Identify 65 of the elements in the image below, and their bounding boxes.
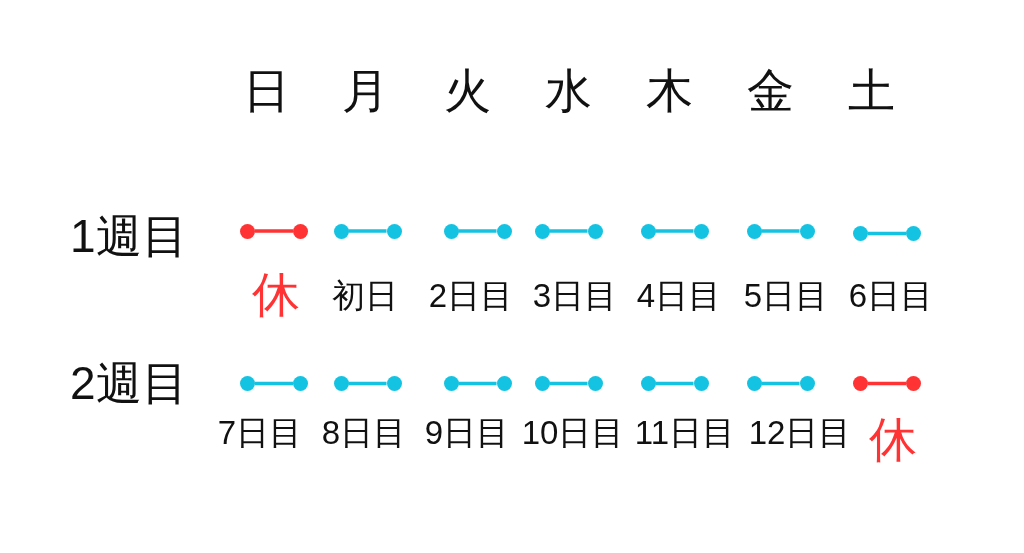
line-segment [868, 381, 906, 386]
line-segment [549, 229, 588, 233]
weekday-heading: 金 [746, 66, 794, 114]
endpoint-dot [240, 223, 255, 239]
weekday-heading: 月 [341, 66, 389, 114]
day-label: 11日目 [634, 415, 736, 449]
endpoint-dot [534, 223, 550, 239]
endpoint-dot [496, 376, 512, 391]
rest-day-mark: 休 [252, 271, 300, 319]
line-segment [255, 229, 293, 233]
endpoint-dot [443, 376, 459, 391]
endpoint-dot [587, 223, 603, 239]
endpoint-dot [640, 376, 656, 391]
day-label: 2日目 [428, 278, 514, 312]
endpoint-dot [293, 376, 308, 391]
endpoint-dot [640, 223, 656, 239]
endpoint-dot [853, 226, 868, 241]
endpoint-dot [333, 223, 349, 239]
day-label: 9日目 [424, 415, 510, 449]
endpoint-dot [746, 223, 762, 239]
line-segment [655, 229, 694, 233]
weekday-heading: 日 [242, 66, 290, 114]
endpoint-dot [693, 223, 709, 239]
weekday-heading: 火 [443, 66, 491, 114]
endpoint-dot [799, 376, 815, 391]
rest-day-mark: 休 [869, 416, 917, 464]
day-label: 10日目 [521, 415, 625, 449]
day-label: 7日目 [217, 415, 303, 449]
line-segment [255, 381, 293, 386]
week-label: 1週目 [70, 213, 188, 259]
line-segment [458, 229, 497, 233]
day-label: 3日目 [532, 278, 618, 312]
day-label: 4日目 [636, 278, 722, 312]
endpoint-dot [693, 376, 709, 391]
weekday-heading: 水 [544, 66, 592, 114]
line-segment [348, 229, 387, 233]
endpoint-dot [293, 223, 308, 239]
endpoint-dot [386, 376, 402, 391]
line-segment [549, 381, 588, 386]
weekday-heading: 木 [645, 66, 693, 114]
endpoint-dot [799, 223, 815, 239]
endpoint-dot [534, 376, 550, 391]
line-segment [348, 381, 387, 386]
endpoint-dot [853, 376, 868, 391]
line-segment [761, 229, 800, 233]
endpoint-dot [240, 376, 255, 391]
day-label: 6日目 [848, 278, 934, 312]
endpoint-dot [496, 223, 512, 239]
line-segment [868, 231, 906, 236]
day-label: 12日目 [748, 415, 852, 449]
endpoint-dot [906, 376, 921, 391]
endpoint-dot [386, 223, 402, 239]
endpoint-dot [746, 376, 762, 391]
line-segment [655, 381, 694, 386]
line-segment [761, 381, 800, 386]
day-label: 8日目 [321, 415, 407, 449]
day-label: 5日目 [743, 278, 829, 312]
line-segment [458, 381, 497, 386]
weekday-heading: 土 [847, 66, 895, 114]
endpoint-dot [333, 376, 349, 391]
endpoint-dot [906, 226, 921, 241]
endpoint-dot [443, 223, 459, 239]
endpoint-dot [587, 376, 603, 391]
week-label: 2週目 [70, 360, 188, 406]
day-label: 初日 [332, 278, 398, 312]
